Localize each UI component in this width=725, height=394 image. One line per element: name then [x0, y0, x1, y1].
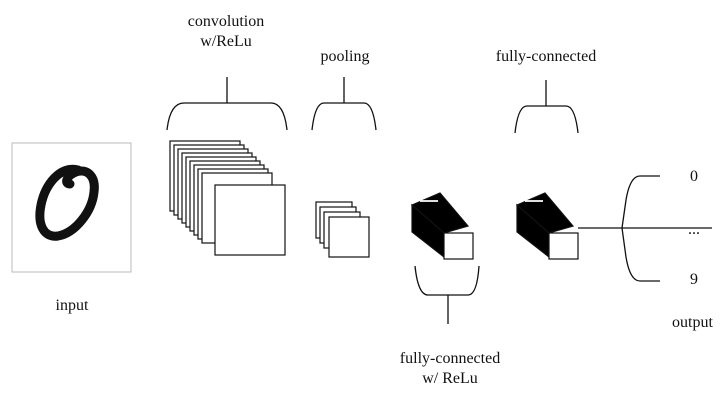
- output-fanout: [578, 175, 712, 282]
- pooling-feature-maps: [315, 201, 370, 258]
- fully-connected-block: [515, 192, 579, 260]
- output-label: output: [672, 314, 713, 331]
- pooling-bracket: [311, 77, 377, 131]
- fc-relu-bracket: [414, 265, 480, 324]
- fc-relu-label-line2: w/ ReLu: [422, 370, 478, 387]
- fc-relu-block: [410, 192, 474, 260]
- fully-connected-label: fully-connected: [495, 48, 597, 65]
- output-class-9: 9: [690, 271, 698, 288]
- convolution-label-line2: w/ReLu: [200, 33, 252, 50]
- input-digit-image: [11, 142, 132, 273]
- pooling-label: pooling: [320, 48, 370, 65]
- convolution-feature-maps: [169, 140, 286, 256]
- convolution-bracket: [166, 77, 288, 131]
- fully-connected-bracket: [514, 80, 579, 134]
- input-label: input: [55, 297, 89, 314]
- output-class-0: 0: [690, 168, 698, 185]
- fc-relu-label-line1: fully-connected: [399, 350, 501, 367]
- convolution-label-line1: convolution: [187, 13, 265, 30]
- output-ellipsis: ...: [688, 221, 700, 238]
